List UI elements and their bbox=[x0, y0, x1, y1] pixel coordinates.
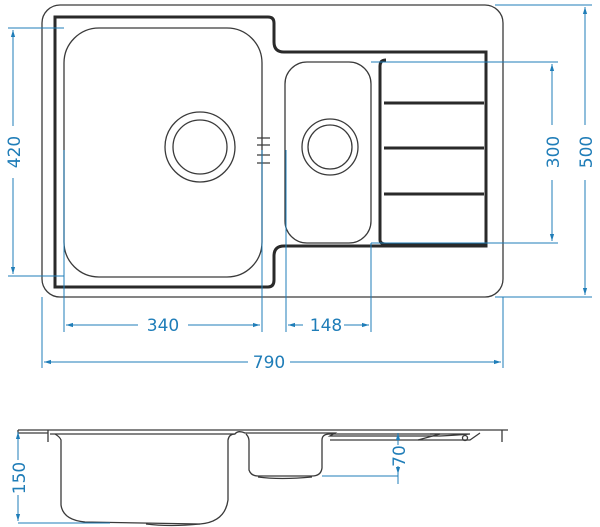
top-view: 420 500 300 340 148 bbox=[5, 4, 597, 373]
small-bowl-drain-outer bbox=[301, 118, 359, 176]
large-bowl bbox=[63, 27, 263, 278]
sink-inner-recess bbox=[53, 15, 488, 289]
dimension-label-500: 500 bbox=[577, 136, 597, 168]
overflow-icon bbox=[257, 137, 270, 164]
dimension-790: 790 bbox=[41, 297, 504, 373]
dimension-label-790: 790 bbox=[253, 353, 285, 373]
side-view-tap-hole bbox=[461, 434, 469, 442]
dimension-150: 150 bbox=[10, 432, 110, 524]
dimension-label-340: 340 bbox=[147, 316, 179, 336]
dimension-label-148: 148 bbox=[310, 316, 342, 336]
dimension-420: 420 bbox=[5, 28, 64, 277]
large-bowl-drain-inner bbox=[172, 119, 228, 175]
dimension-148: 148 bbox=[285, 150, 372, 336]
small-bowl-drain-inner bbox=[307, 124, 353, 170]
dimension-500: 500 bbox=[495, 4, 597, 298]
dimension-label-70: 70 bbox=[390, 445, 410, 467]
dimension-300: 300 bbox=[371, 61, 564, 244]
side-view-small-bowl bbox=[245, 433, 331, 477]
drainer-board bbox=[378, 58, 486, 246]
dimension-340: 340 bbox=[63, 150, 263, 336]
small-bowl bbox=[284, 61, 372, 244]
large-bowl-drain-outer bbox=[164, 111, 236, 183]
dimension-70: 70 bbox=[322, 433, 410, 484]
dimension-label-300: 300 bbox=[544, 136, 564, 168]
side-view: 150 70 bbox=[10, 429, 508, 527]
side-view-large-bowl bbox=[54, 433, 236, 525]
sink-outer-rim bbox=[41, 4, 504, 298]
dimension-label-150: 150 bbox=[10, 462, 30, 494]
dimension-label-420: 420 bbox=[5, 136, 25, 168]
